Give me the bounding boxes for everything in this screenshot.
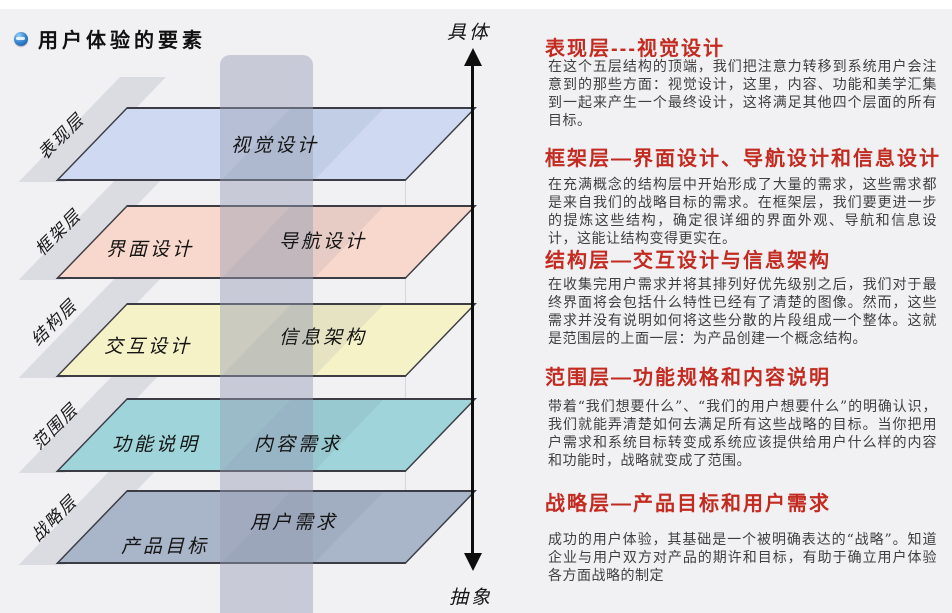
cell-interaction-design: 交互设计 [103,335,193,358]
section-surface-body: 在这个五层结构的顶端，我们把注意力转移到系统用户会注意到的那些方面：视觉设计，这… [548,59,937,129]
section-surface: 表现层---视觉设计 在这个五层结构的顶端，我们把注意力转移到系统用户会注意到的… [545,32,937,129]
cell-information-architecture: 信息架构 [278,326,368,349]
section-skeleton-heading: 框架层—界面设计、导航设计和信息设计 [545,148,941,170]
section-scope-heading: 范围层—功能规格和内容说明 [545,367,831,389]
section-strategy: 战略层—产品目标和用户需求 成功的用户体验，其基础是一个被明确表达的“战略”。知… [545,487,937,584]
page-title-row: 用户体验的要素 [14,24,206,53]
axis-label-concrete: 具体 [446,21,492,44]
cell-functional-specs: 功能说明 [111,433,201,456]
section-strategy-heading: 战略层—产品目标和用户需求 [545,493,831,515]
section-structure-heading: 结构层—交互设计与信息架构 [545,250,831,272]
section-skeleton: 框架层—界面设计、导航设计和信息设计 在充满概念的结构层中开始形成了大量的需求，… [545,142,941,247]
section-skeleton-body: 在充满概念的结构层中开始形成了大量的需求，这些需求都是来自我们的战略目标的需求。… [548,177,937,247]
section-surface-heading: 表现层---视觉设计 [545,38,725,60]
arrow-down-icon [464,553,482,571]
arrow-up-icon [464,48,482,66]
axis-label-abstract: 抽象 [448,586,494,609]
cell-navigation-design: 导航设计 [278,230,368,253]
page-title: 用户体验的要素 [38,30,206,52]
cell-interface-design: 界面设计 [105,238,195,261]
top-white-strip [0,0,952,9]
section-scope-body: 带着“我们想要什么”、“我们的用户想要什么”的明确认识，我们就能弄清楚如何去满足… [548,399,937,469]
cell-user-needs: 用户需求 [249,511,339,534]
section-structure: 结构层—交互设计与信息架构 在收集完用户需求并将其排列好优先级别之后，我们对于最… [545,244,937,347]
cell-visual-design: 视觉设计 [230,134,320,157]
divider-band [220,55,313,613]
cell-content-requirements: 内容需求 [253,433,343,456]
section-structure-body: 在收集完用户需求并将其排列好优先级别之后，我们对于最终界面将会包括什么特性已经有… [548,277,937,347]
sphere-bullet-icon [14,31,28,46]
section-scope: 范围层—功能规格和内容说明 带着“我们想要什么”、“我们的用户想要什么”的明确认… [545,361,937,469]
cell-product-objectives: 产品目标 [120,535,210,558]
section-strategy-body: 成功的用户体验，其基础是一个被明确表达的“战略”。知道企业与用户双方对产品的期许… [548,532,937,584]
axis-line [471,58,474,558]
